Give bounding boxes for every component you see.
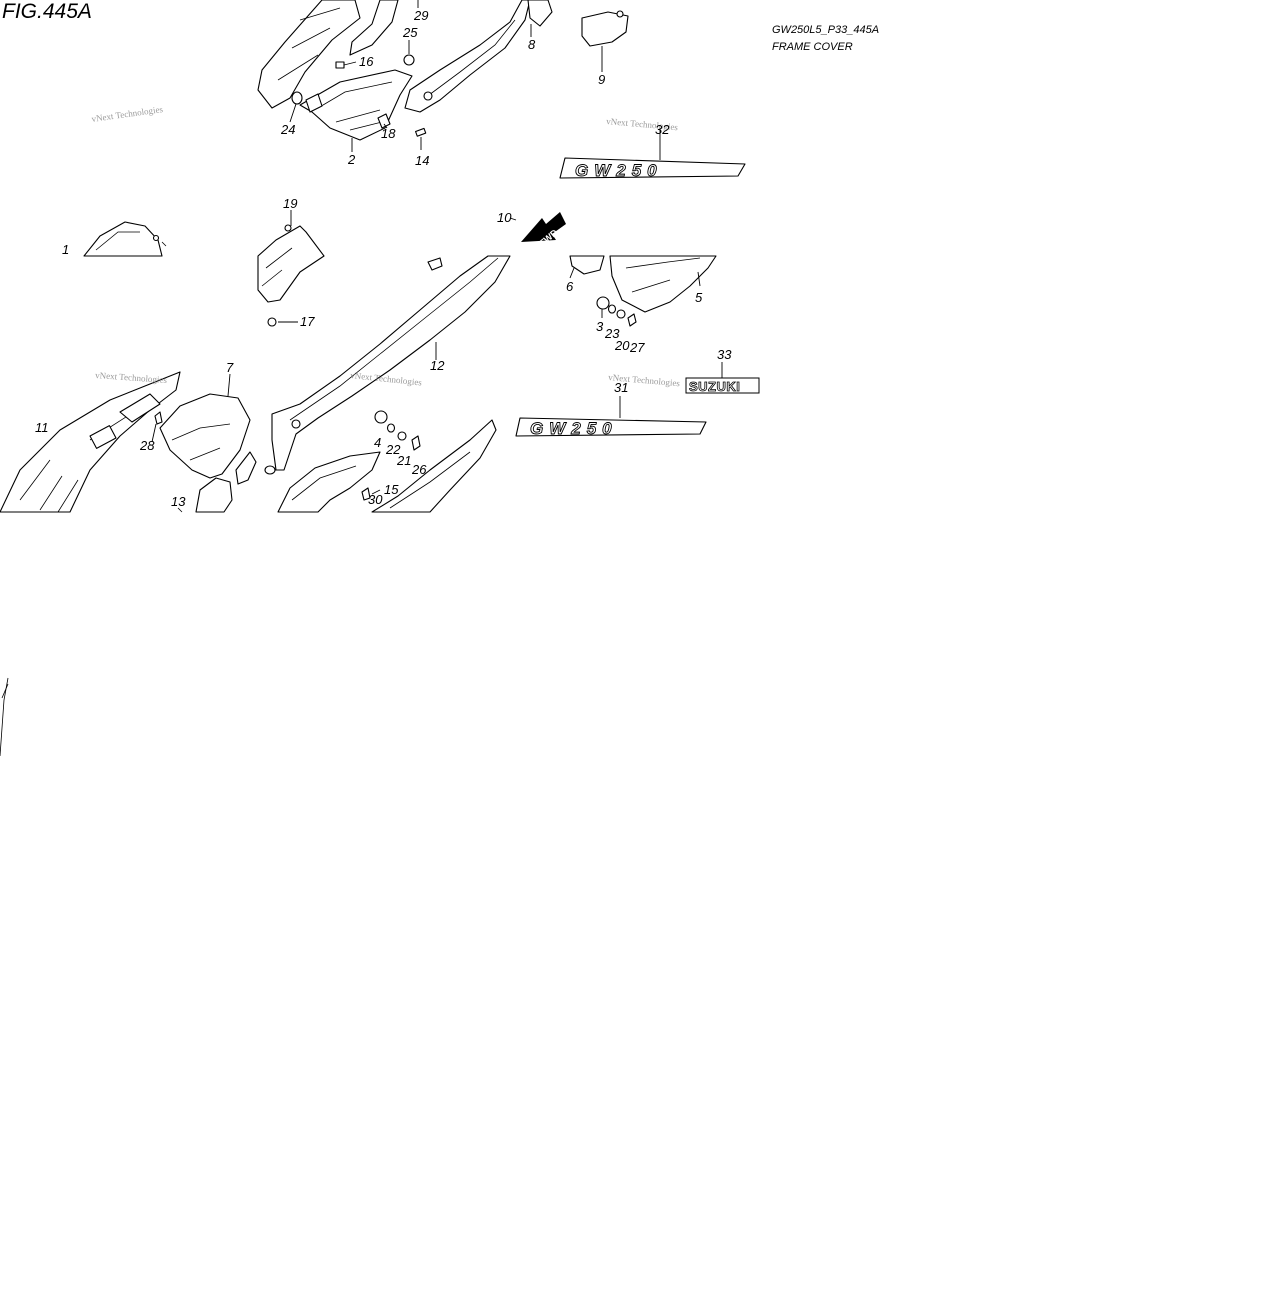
callout-30: 30 — [368, 492, 383, 507]
callout-28: 28 — [139, 438, 155, 453]
callout-31: 31 — [614, 380, 628, 395]
callout-8: 8 — [528, 37, 536, 52]
callout-29: 29 — [413, 8, 428, 23]
callout-1: 1 — [62, 242, 69, 257]
callout-21: 21 — [396, 453, 411, 468]
callout-2: 2 — [347, 152, 356, 167]
callout-25: 25 — [402, 25, 418, 40]
callout-26: 26 — [411, 462, 427, 477]
forward-direction-arrow: FWD — [509, 212, 566, 248]
callout-27: 27 — [629, 340, 645, 355]
callouts: 29 25 16 24 18 2 14 8 9 32 19 10 1 6 5 1… — [35, 8, 732, 509]
lower-left-covers — [0, 371, 257, 513]
callout-12: 12 — [430, 358, 445, 373]
callout-11: 11 — [35, 420, 49, 435]
cropped-fragment — [0, 677, 9, 757]
model-badge-upper: GW250 — [559, 128, 746, 180]
callout-16: 16 — [359, 54, 374, 69]
callout-5: 5 — [695, 290, 703, 305]
model-badge-upper-text: GW250 — [575, 161, 663, 180]
callout-17: 17 — [300, 314, 315, 329]
brand-badge-text: SUZUKI — [689, 379, 740, 394]
callout-18: 18 — [381, 126, 396, 141]
callout-33: 33 — [717, 347, 732, 362]
callout-23: 23 — [604, 326, 620, 341]
figure-title: FIG.445A — [2, 0, 92, 23]
callout-24: 24 — [280, 122, 295, 137]
callout-3: 3 — [596, 319, 604, 334]
watermark-3: vNext Technologies — [95, 370, 168, 385]
callout-20: 20 — [614, 338, 630, 353]
callout-6: 6 — [566, 279, 574, 294]
model-badge-lower: GW250 — [515, 396, 707, 438]
side-cover-part-5 — [569, 255, 717, 327]
lower-center-covers — [277, 410, 497, 513]
callout-7: 7 — [226, 360, 234, 375]
diagram-code: GW250L5_P33_445A — [772, 24, 879, 36]
watermark-1: vNext Technologies — [91, 104, 164, 124]
brand-badge: SUZUKI — [685, 362, 760, 394]
callout-10: 10 — [497, 210, 512, 225]
callout-4: 4 — [374, 435, 381, 450]
callout-9: 9 — [598, 72, 605, 87]
side-cover-part-1 — [83, 221, 167, 257]
callout-14: 14 — [415, 153, 429, 168]
callout-13: 13 — [171, 494, 186, 509]
middle-bracket-assembly — [257, 210, 325, 327]
callout-19: 19 — [283, 196, 297, 211]
upper-frame-cover-assembly — [257, 0, 629, 152]
section-name: FRAME COVER — [772, 41, 853, 53]
model-badge-lower-text: GW250 — [530, 419, 618, 438]
callout-15: 15 — [384, 482, 399, 497]
side-rail-part-12 — [264, 255, 511, 475]
callout-22: 22 — [385, 442, 401, 457]
callout-32: 32 — [655, 122, 670, 137]
